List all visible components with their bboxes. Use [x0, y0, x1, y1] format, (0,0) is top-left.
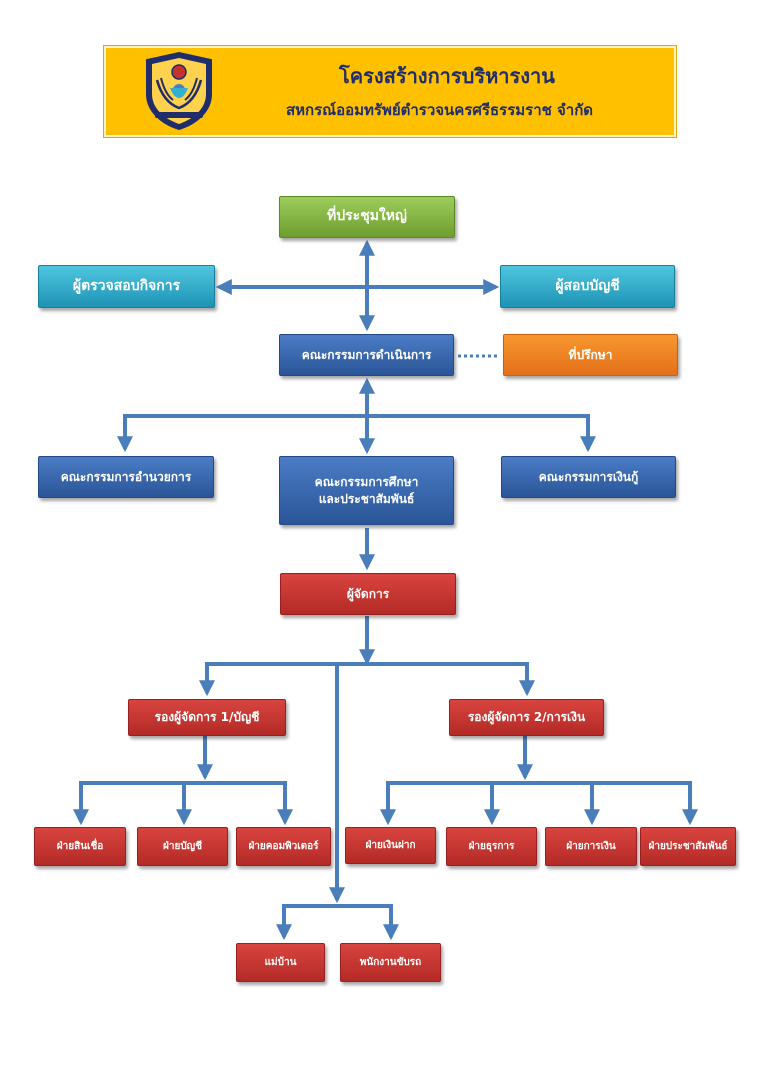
police-cooperative-seal-icon	[146, 51, 212, 131]
node-pr-dept: ฝ่ายประชาสัมพันธ์	[640, 827, 736, 866]
node-computer-dept: ฝ่ายคอมพิวเตอร์	[236, 827, 331, 866]
node-education-committee-line1: คณะกรรมการศึกษา	[314, 474, 419, 489]
node-account-auditor: ผู้สอบบัญชี	[500, 265, 675, 308]
node-admin-dept: ฝ่ายธุรการ	[446, 827, 537, 866]
header-banner: โครงสร้างการบริหารงาน สหกรณ์ออมทรัพย์ตำร…	[103, 45, 677, 138]
node-education-committee: คณะกรรมการศึกษา และประชาสัมพันธ์	[279, 456, 454, 525]
node-loan-committee: คณะกรรมการเงินกู้	[501, 456, 676, 498]
diagram-subtitle: สหกรณ์ออมทรัพย์ตำรวจนครศรีธรรมราช จำกัด	[286, 101, 594, 119]
node-manager: ผู้จัดการ	[280, 573, 456, 615]
diagram-title: โครงสร้างการบริหารงาน	[339, 64, 555, 88]
node-finance-dept: ฝ่ายการเงิน	[545, 827, 637, 866]
node-accounting-dept: ฝ่ายบัญชี	[137, 827, 228, 866]
node-education-committee-line2: และประชาสัมพันธ์	[318, 491, 415, 506]
node-deputy1: รองผู้จัดการ 1/บัญชี	[128, 699, 286, 736]
node-general-meeting: ที่ประชุมใหญ่	[279, 196, 455, 238]
node-driver: พนักงานขับรถ	[340, 943, 441, 982]
node-deposit-dept: ฝ่ายเงินฝาก	[345, 827, 436, 864]
node-admin-committee: คณะกรรมการอำนวยการ	[38, 456, 214, 498]
node-advisor: ที่ปรึกษา	[503, 334, 678, 376]
node-housekeeper: แม่บ้าน	[236, 943, 325, 982]
node-credit-dept: ฝ่ายสินเชื่อ	[34, 827, 126, 866]
node-business-auditor: ผู้ตรวจสอบกิจการ	[38, 265, 215, 308]
node-deputy2: รองผู้จัดการ 2/การเงิน	[449, 699, 604, 736]
node-board: คณะกรรมการดำเนินการ	[279, 334, 454, 376]
